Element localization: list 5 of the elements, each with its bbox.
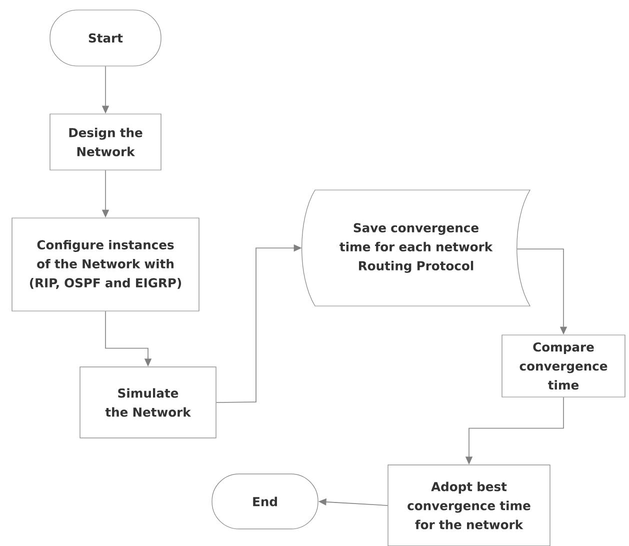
process-box: Adopt best convergence time for the network [388, 464, 550, 546]
process-box: Simulate the Network [80, 366, 216, 438]
process-box: Configure instances of the Network with (RIP, OSPF and EIGRP) [12, 218, 200, 312]
process-box: Design the Network [50, 114, 162, 170]
process-box: Compare convergence time [502, 334, 626, 398]
